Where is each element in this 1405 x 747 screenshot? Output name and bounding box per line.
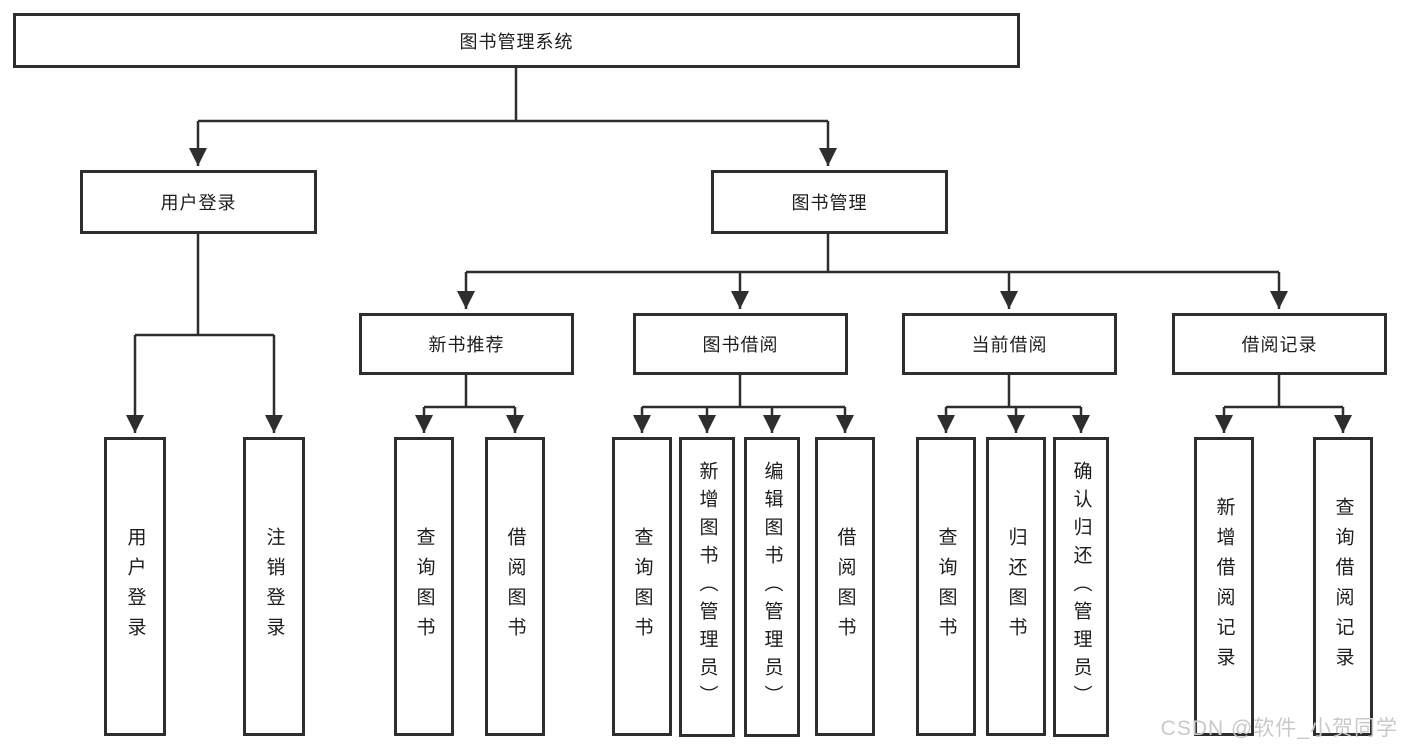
leaf-logout-label: 注销登录 bbox=[263, 526, 285, 647]
node-book-borrowing-label: 图书借阅 bbox=[702, 335, 779, 355]
csdn-watermark: CSDN @软件_小贺同学 bbox=[1160, 717, 1398, 740]
node-new-book-recommend-label: 新书推荐 bbox=[428, 335, 505, 355]
leaf-records-query-borrow-record: 查询借阅记录 bbox=[1313, 437, 1373, 736]
leaf-borrowing-borrow-books-label: 借阅图书 bbox=[834, 526, 856, 647]
leaf-records-add-borrow-record: 新增借阅记录 bbox=[1194, 437, 1254, 736]
leaf-newbooks-borrow-books-label: 借阅图书 bbox=[504, 526, 526, 647]
node-new-book-recommend: 新书推荐 bbox=[359, 313, 574, 375]
leaf-borrowing-borrow-books: 借阅图书 bbox=[815, 437, 875, 736]
node-borrow-records: 借阅记录 bbox=[1172, 313, 1387, 375]
leaf-newbooks-query-books: 查询图书 bbox=[394, 437, 454, 736]
leaf-current-confirm-return-admin-label: 确认归还（管理员） bbox=[1070, 461, 1092, 713]
node-book-management: 图书管理 bbox=[711, 170, 948, 234]
leaf-current-return-books-label: 归还图书 bbox=[1005, 526, 1027, 647]
connector-current-borrow-children bbox=[937, 375, 1090, 433]
node-user-login: 用户登录 bbox=[80, 170, 317, 234]
leaf-current-return-books: 归还图书 bbox=[986, 437, 1046, 736]
connector-root-to-level2 bbox=[189, 68, 837, 166]
node-current-borrowing: 当前借阅 bbox=[902, 313, 1117, 375]
node-root-library-management-system: 图书管理系统 bbox=[13, 13, 1020, 68]
leaf-current-query-books-label: 查询图书 bbox=[935, 526, 957, 647]
connector-new-books-children bbox=[415, 375, 524, 433]
leaf-newbooks-borrow-books: 借阅图书 bbox=[485, 437, 545, 736]
leaf-records-query-borrow-record-label: 查询借阅记录 bbox=[1332, 496, 1354, 677]
leaf-records-add-borrow-record-label: 新增借阅记录 bbox=[1213, 496, 1235, 677]
node-root-label: 图书管理系统 bbox=[459, 31, 574, 52]
leaf-logout: 注销登录 bbox=[243, 437, 305, 736]
leaf-borrowing-edit-books-admin-label: 编辑图书（管理员） bbox=[761, 461, 783, 713]
leaf-user-login-label: 用户登录 bbox=[124, 526, 146, 647]
connector-book-mgmt-children bbox=[457, 234, 1288, 309]
leaf-borrowing-add-books-admin-label: 新增图书（管理员） bbox=[696, 461, 718, 713]
node-current-borrowing-label: 当前借阅 bbox=[971, 335, 1048, 355]
leaf-user-login: 用户登录 bbox=[104, 437, 166, 736]
leaf-newbooks-query-books-label: 查询图书 bbox=[413, 526, 435, 647]
connector-book-borrow-children bbox=[633, 375, 854, 433]
leaf-borrowing-add-books-admin: 新增图书（管理员） bbox=[679, 437, 735, 737]
node-book-management-label: 图书管理 bbox=[791, 193, 868, 213]
node-book-borrowing: 图书借阅 bbox=[633, 313, 848, 375]
leaf-borrowing-query-books-label: 查询图书 bbox=[631, 526, 653, 647]
leaf-borrowing-query-books: 查询图书 bbox=[612, 437, 672, 736]
node-user-login-label: 用户登录 bbox=[160, 193, 237, 213]
connector-user-login-children bbox=[126, 234, 283, 433]
leaf-borrowing-edit-books-admin: 编辑图书（管理员） bbox=[744, 437, 800, 737]
connector-borrow-records-children bbox=[1215, 375, 1352, 433]
node-borrow-records-label: 借阅记录 bbox=[1241, 335, 1318, 355]
leaf-current-query-books: 查询图书 bbox=[916, 437, 976, 736]
leaf-current-confirm-return-admin: 确认归还（管理员） bbox=[1053, 437, 1109, 737]
